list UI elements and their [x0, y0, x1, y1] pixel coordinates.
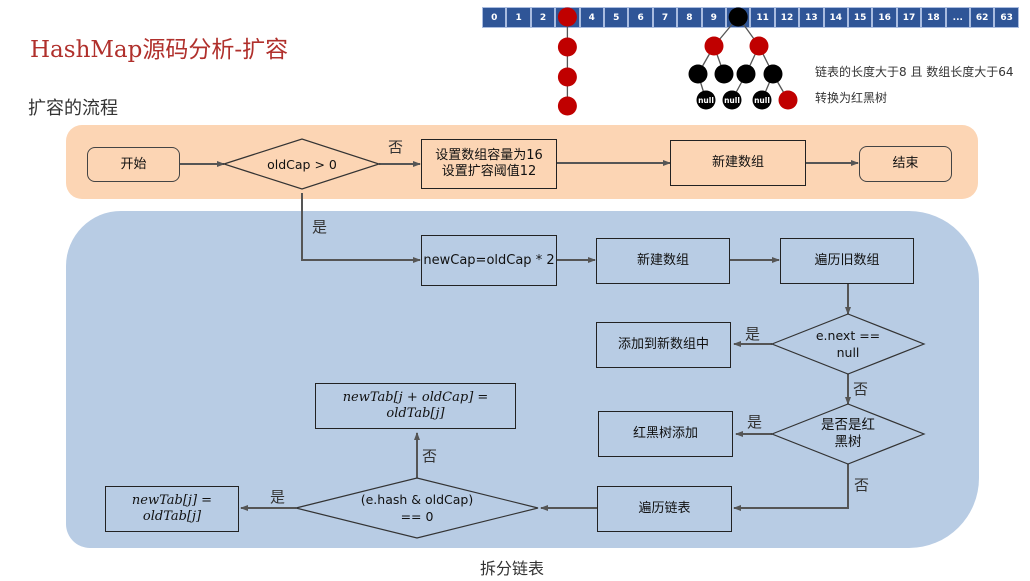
- array-cell: 4: [579, 7, 604, 28]
- array-cell: 18: [921, 7, 946, 28]
- label-yes-1: 是: [312, 218, 328, 236]
- start-label: 开始: [120, 156, 147, 172]
- end-node: 结束: [859, 146, 952, 182]
- cond-hash-label: (e.hash & oldCap) == 0: [340, 491, 494, 525]
- traverse-old-box: 遍历旧数组: [780, 238, 914, 284]
- array-cell: 63: [994, 7, 1019, 28]
- array-cell: 1: [506, 7, 531, 28]
- treeify-note-line1: 链表的长度大于8 且 数组长度大于64: [815, 65, 1014, 79]
- tree-node: [704, 36, 724, 56]
- assign-low-line1: newTab[j] =: [131, 493, 213, 508]
- split-panel: [66, 211, 979, 548]
- list-node: [557, 7, 577, 27]
- init-line2: 设置扩容阈值12: [441, 164, 537, 179]
- page-title: HashMap源码分析-扩容: [30, 37, 289, 63]
- array-cell: 7: [652, 7, 678, 28]
- tree-null-node: [696, 90, 716, 110]
- tree-node: [714, 64, 734, 84]
- cond-next-label: e.next == null: [790, 327, 906, 361]
- arrow-cond-yes: [301, 193, 421, 263]
- tree-node: [688, 64, 708, 84]
- assign-high-line1: newTab[j + oldCap] =: [342, 390, 489, 405]
- tree-node: [763, 64, 783, 84]
- bucket-illustration: null null null: [557, 7, 798, 116]
- cond-tree-line1: 是否是红: [821, 417, 875, 433]
- end-label: 结束: [892, 156, 919, 171]
- array-cell: 6: [628, 7, 653, 28]
- traverse-list-box: 遍历链表: [597, 486, 732, 532]
- label-no-3: 否: [854, 476, 870, 494]
- array-cell: 5: [604, 7, 629, 28]
- cond-hash-line2: == 0: [400, 509, 434, 524]
- split-list-caption: 拆分链表: [480, 559, 545, 578]
- list-node: [557, 37, 577, 57]
- new-array-top-label: 新建数组: [711, 155, 764, 170]
- cond-oldcap-shape: [222, 138, 381, 190]
- arrow-cond-tree-no: [733, 464, 849, 511]
- cond-next-line1: e.next ==: [815, 328, 881, 343]
- null-label: null: [724, 96, 740, 105]
- label-no-2: 否: [853, 380, 869, 398]
- cond-hash-shape: [295, 477, 539, 539]
- cond-oldcap-label: oldCap > 0: [267, 156, 337, 172]
- label-no-4: 否: [422, 447, 438, 465]
- cond-tree-shape: [770, 403, 926, 465]
- array-cell: 8: [677, 7, 702, 28]
- list-node: [557, 96, 577, 116]
- init-line1: 设置数组容量为16: [435, 148, 543, 163]
- traverse-old-label: 遍历旧数组: [814, 253, 880, 268]
- label-no-1: 否: [388, 138, 404, 156]
- new-array-top-box: 新建数组: [670, 140, 806, 186]
- tree-node: [736, 64, 756, 84]
- new-array-box: 新建数组: [596, 238, 730, 284]
- add-new-array-label: 添加到新数组中: [617, 337, 709, 352]
- start-node: 开始: [87, 147, 180, 182]
- tree-add-box: 红黑树添加: [598, 411, 733, 457]
- cond-tree-line2: 黑树: [834, 434, 862, 450]
- tree-node: [778, 90, 798, 110]
- tree-add-label: 红黑树添加: [632, 426, 698, 441]
- cond-tree-label: 是否是红 黑树: [795, 417, 901, 451]
- newcap-box: newCap=oldCap * 2: [421, 235, 557, 286]
- array-cell: ...: [945, 7, 970, 28]
- newcap-label: newCap=oldCap * 2: [423, 252, 555, 268]
- array-cell: 16: [872, 7, 897, 28]
- null-label: null: [754, 96, 770, 105]
- assign-low-box: newTab[j] = oldTab[j]: [105, 486, 239, 532]
- tree-node: [749, 36, 769, 56]
- assign-high-line2: oldTab[j]: [386, 406, 445, 421]
- array-cell: 14: [823, 7, 848, 28]
- array-cell: 0: [482, 7, 507, 28]
- tree-root-node: [728, 7, 748, 27]
- cond-next-line2: null: [836, 345, 860, 360]
- array-cell: 9: [701, 7, 726, 28]
- array-cell: 11: [750, 7, 775, 28]
- label-yes-4: 是: [270, 488, 286, 506]
- array-cell: 62: [970, 7, 995, 28]
- assign-high-box: newTab[j + oldCap] = oldTab[j]: [315, 383, 516, 429]
- null-label: null: [698, 96, 714, 105]
- assign-low-line2: oldTab[j]: [142, 509, 202, 524]
- label-yes-2: 是: [745, 325, 761, 343]
- traverse-list-label: 遍历链表: [638, 501, 691, 516]
- label-yes-3: 是: [747, 413, 763, 431]
- tree-null-node: [752, 90, 772, 110]
- cond-hash-line1: (e.hash & oldCap): [360, 492, 474, 507]
- array-cell: 13: [799, 7, 824, 28]
- array-cell: 17: [896, 7, 922, 28]
- treeify-note-line2: 转换为红黑树: [815, 91, 888, 105]
- array-cell: 2: [530, 7, 556, 28]
- array-cell: 15: [848, 7, 873, 28]
- array-cell: 12: [774, 7, 800, 28]
- new-array-label: 新建数组: [636, 253, 689, 268]
- add-new-array-box: 添加到新数组中: [596, 322, 731, 368]
- list-node: [557, 67, 577, 87]
- section-subtitle: 扩容的流程: [28, 98, 118, 119]
- tree-null-node: [722, 90, 742, 110]
- init-defaults-box: 设置数组容量为16 设置扩容阈值12: [421, 139, 557, 189]
- cond-next-shape: [770, 313, 926, 375]
